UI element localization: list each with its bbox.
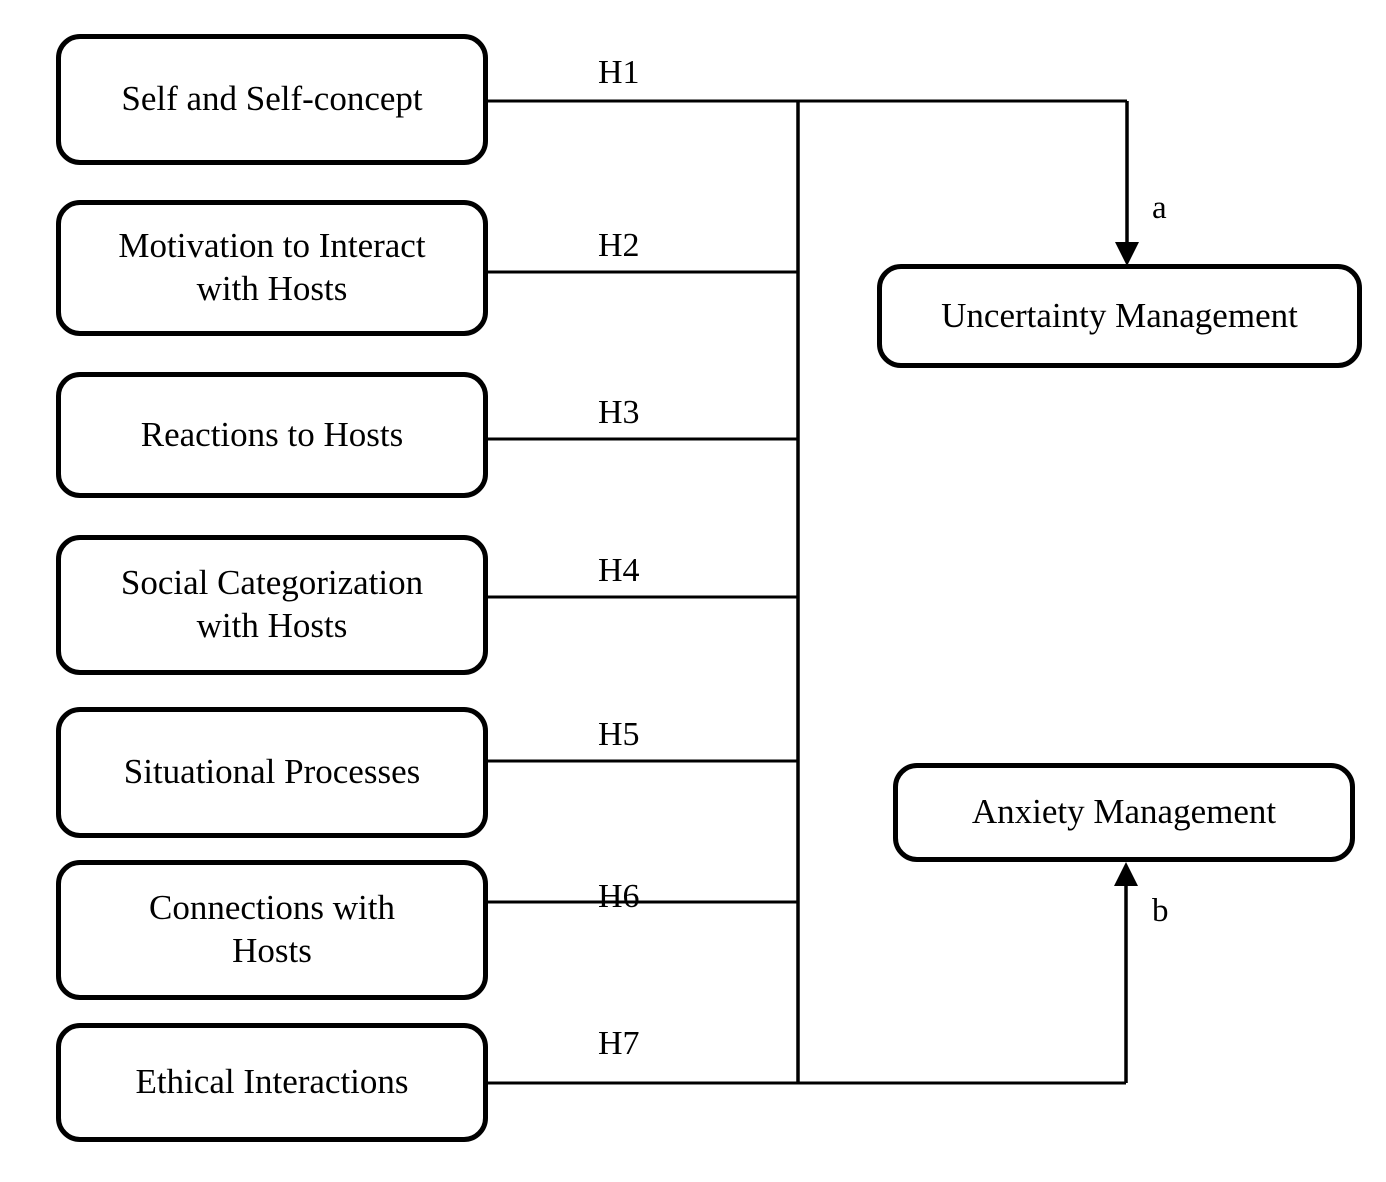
node-situational-processes[interactable]: Situational Processes [56, 707, 488, 838]
path-a-connector [1115, 101, 1139, 266]
node-label: Situational Processes [123, 752, 421, 792]
path-a-arrowhead [1115, 242, 1139, 266]
hypothesis-lines [488, 99, 1127, 1085]
hypothesis-label-h5: H5 [598, 716, 640, 753]
node-label: Social Categorization with Hosts [120, 563, 424, 645]
hypothesis-label-h1: H1 [598, 54, 640, 91]
node-label: Self and Self-concept [121, 79, 423, 119]
node-uncertainty-management[interactable]: Uncertainty Management [877, 264, 1362, 368]
hypothesis-label-h6: H6 [598, 878, 640, 915]
node-label: Motivation to Interact with Hosts [118, 226, 426, 308]
path-label-a: a [1152, 190, 1167, 226]
hypothesis-label-h7: H7 [598, 1025, 640, 1062]
node-anxiety-management[interactable]: Anxiety Management [893, 763, 1355, 862]
node-label: Uncertainty Management [941, 295, 1298, 335]
node-label: Reactions to Hosts [140, 414, 404, 454]
node-motivation-to-interact[interactable]: Motivation to Interact with Hosts [56, 200, 488, 336]
node-social-categorization[interactable]: Social Categorization with Hosts [56, 535, 488, 675]
hypothesis-label-h3: H3 [598, 394, 640, 431]
node-reactions-to-hosts[interactable]: Reactions to Hosts [56, 372, 488, 498]
node-self-and-self-concept[interactable]: Self and Self-concept [56, 34, 488, 165]
node-label: Ethical Interactions [135, 1062, 409, 1102]
path-b-connector [1114, 862, 1138, 1083]
node-ethical-interactions[interactable]: Ethical Interactions [56, 1023, 488, 1142]
path-b-arrowhead [1114, 862, 1138, 886]
node-connections-with-hosts[interactable]: Connections with Hosts [56, 860, 488, 1000]
node-label: Anxiety Management [971, 792, 1277, 832]
node-label: Connections with Hosts [149, 888, 395, 970]
path-label-b: b [1152, 893, 1169, 929]
hypothesis-label-h4: H4 [598, 552, 640, 589]
hypothesis-label-h2: H2 [598, 227, 640, 264]
